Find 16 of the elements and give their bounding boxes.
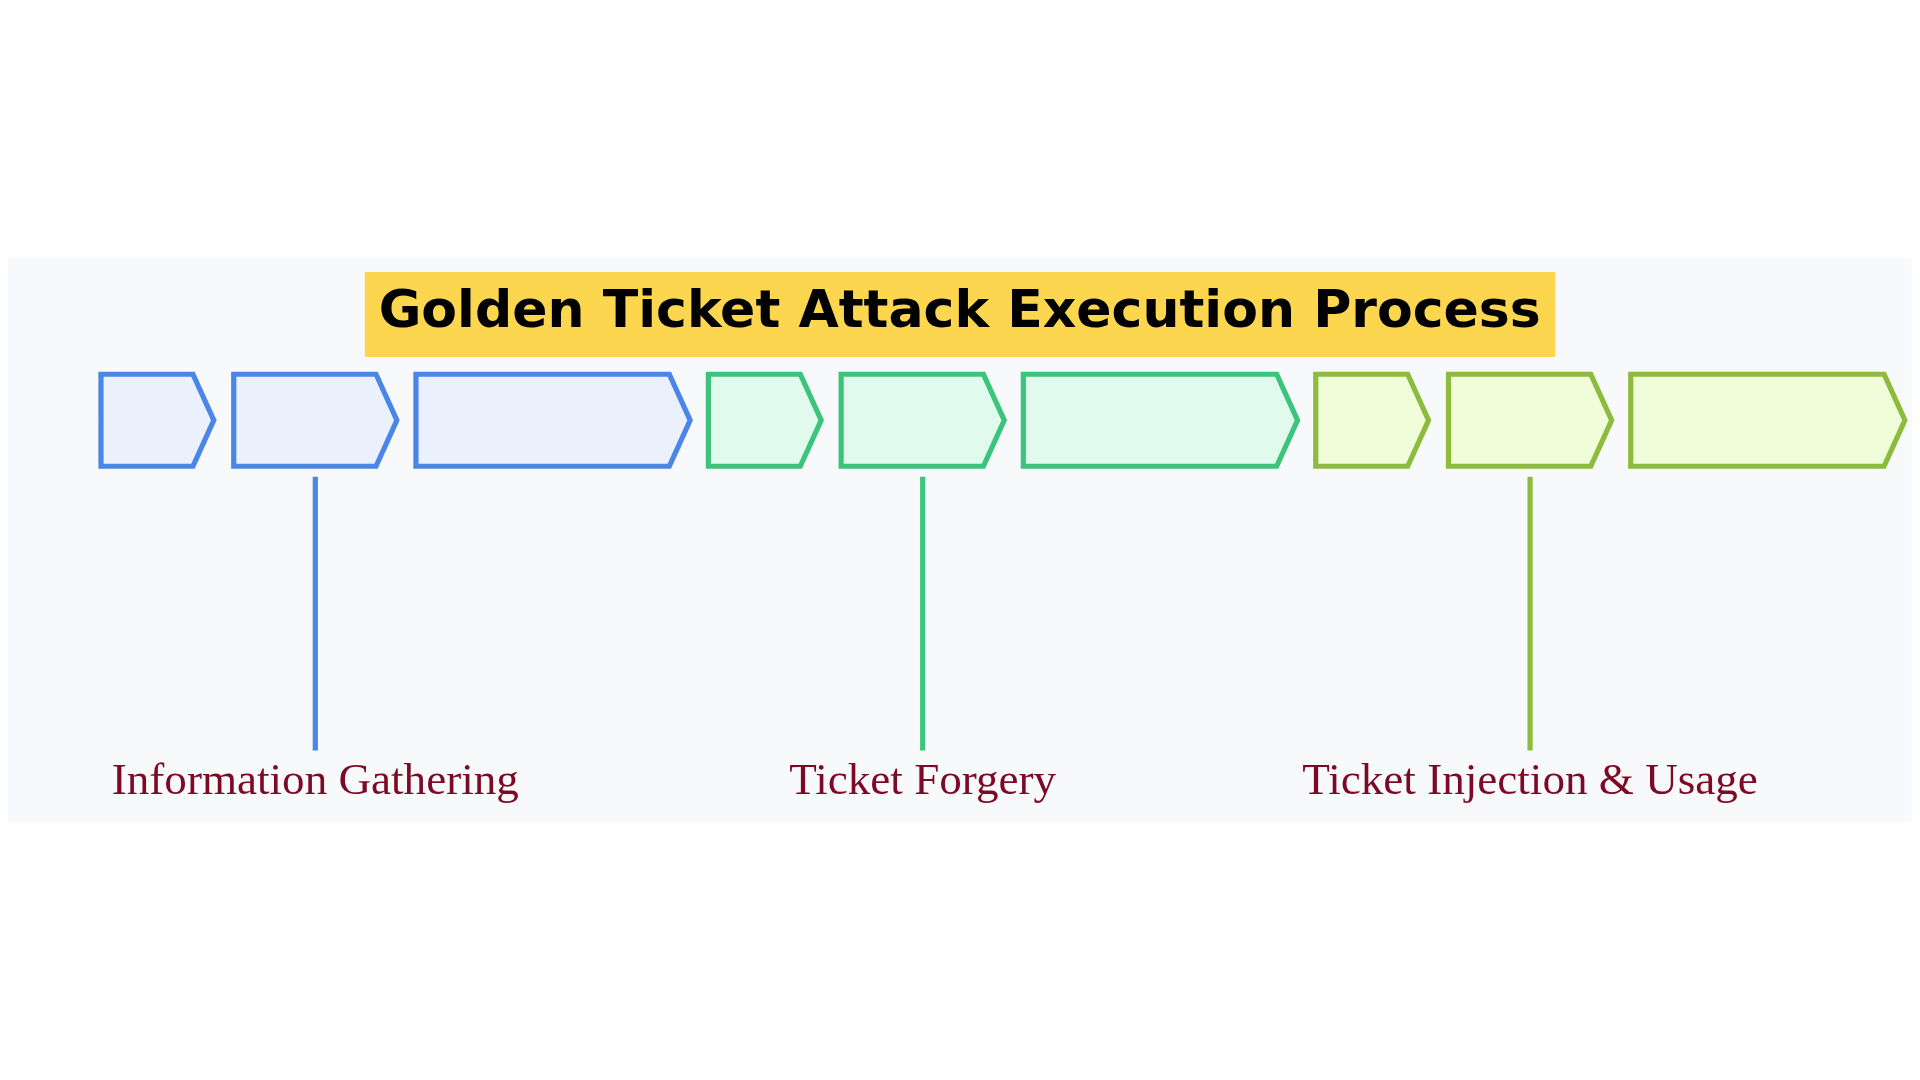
node-chevron xyxy=(1020,371,1301,469)
node-text: Ticket Forgery xyxy=(789,753,1057,804)
node-text: Ticket Injection & Usage xyxy=(1302,753,1758,804)
node-chevron xyxy=(1445,371,1615,469)
node-chevron xyxy=(838,371,1008,469)
connector xyxy=(920,476,926,751)
node-chevron xyxy=(1313,371,1432,469)
node-chevron xyxy=(705,371,825,469)
node-chevron xyxy=(413,371,693,469)
node-chevron xyxy=(1628,371,1908,469)
node-chevron xyxy=(231,371,400,469)
connector xyxy=(312,476,318,751)
node-chevron xyxy=(98,371,217,469)
connector xyxy=(1527,476,1533,751)
node-text: Information Gathering xyxy=(111,753,519,804)
diagram-title: Golden Ticket Attack Execution Process xyxy=(378,278,1541,339)
